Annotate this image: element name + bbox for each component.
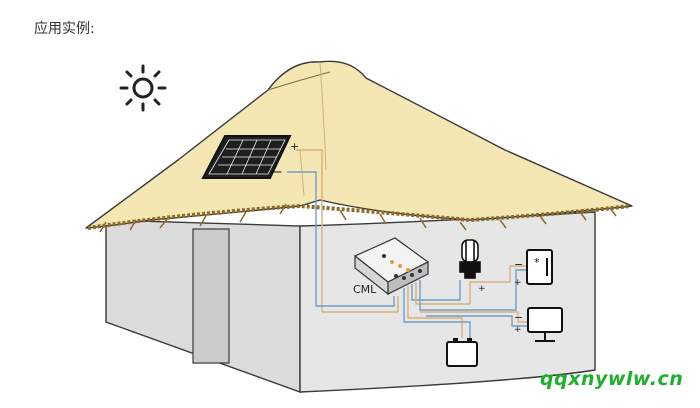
wire-panel-negative: [287, 171, 395, 307]
thatched-roof: [85, 60, 633, 229]
bulb-plus: +: [478, 284, 486, 294]
svg-text:*: *: [534, 256, 540, 269]
fridge-minus: −: [514, 258, 523, 271]
sun-icon: [119, 64, 167, 112]
monitor-icon: [527, 307, 563, 342]
wire-panel-positive: [296, 149, 399, 313]
door: [192, 228, 230, 364]
caption: 应用实例:: [34, 21, 95, 37]
monitor-minus: −: [514, 311, 523, 324]
battery-icon: [446, 338, 478, 367]
monitor-plus: +: [514, 325, 522, 335]
solar-panel-icon: [201, 135, 292, 179]
charge-controller-icon: [353, 237, 430, 296]
fridge-icon: *: [526, 249, 553, 285]
fridge-plus: +: [514, 278, 522, 288]
light-bulb-icon: [459, 239, 481, 279]
panel-positive: +: [290, 140, 299, 153]
controller-label: CML: [353, 283, 377, 296]
panel-negative: −: [272, 165, 283, 180]
watermark: qqxnywlw.cn: [540, 368, 684, 390]
